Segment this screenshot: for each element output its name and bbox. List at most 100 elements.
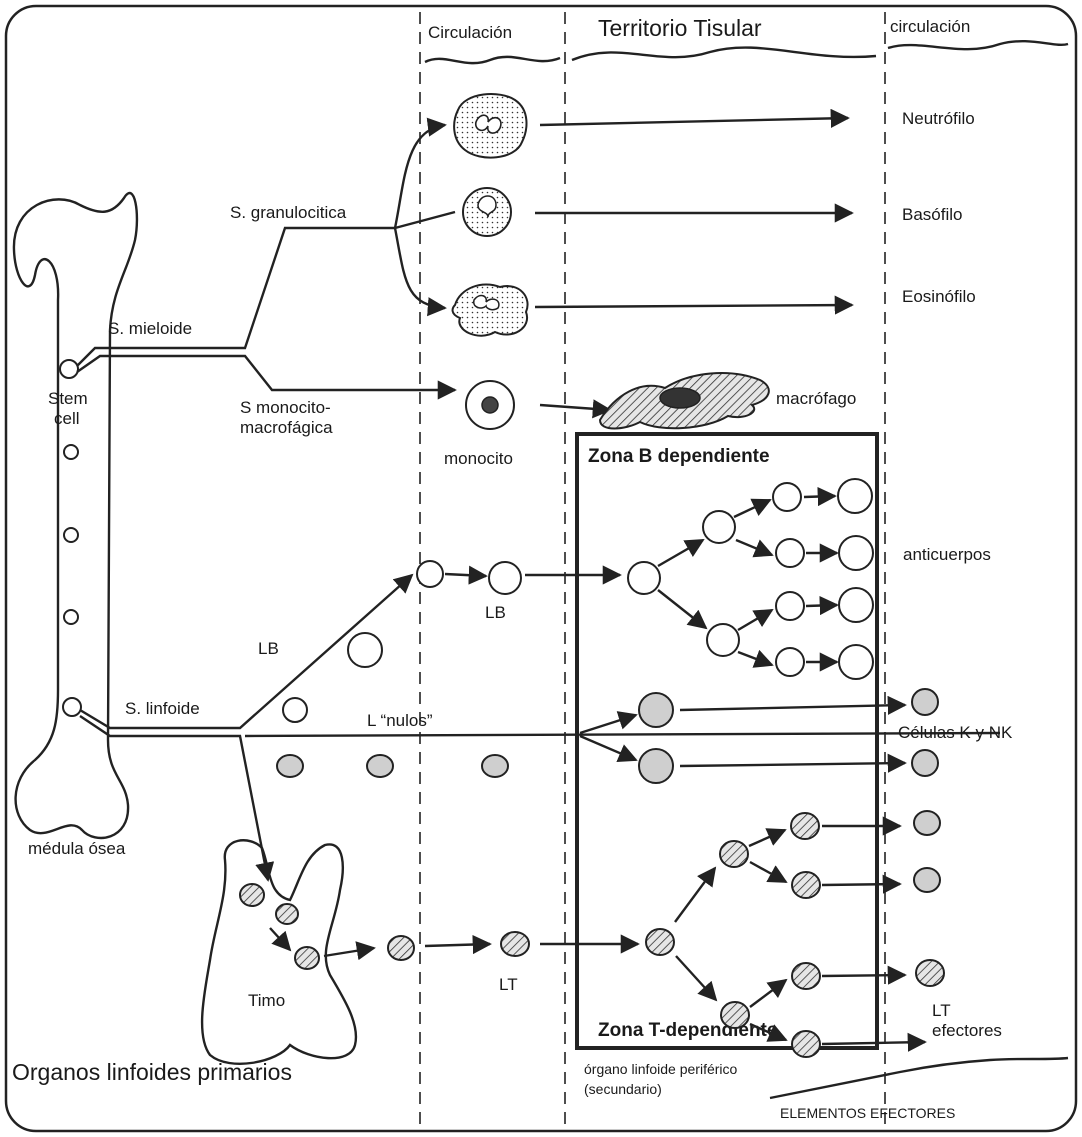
arrow-null-down: [580, 736, 636, 760]
thymocyte-cell: [240, 884, 264, 906]
arrow-thymus-2: [324, 948, 374, 956]
label-stem-cell-1: Stem: [48, 389, 88, 408]
b-zone-cell: [776, 539, 804, 567]
lb-cell: [489, 562, 521, 594]
arrow-thymus-1: [270, 928, 290, 950]
header-circulacion-right: circulación: [890, 17, 970, 36]
arrow-t: [750, 862, 786, 882]
bone-medula-osea: [14, 193, 137, 838]
k-nk-cell: [912, 689, 938, 715]
arrow-t: [749, 830, 785, 846]
bone-marrow-cell: [64, 610, 78, 624]
t-zone-cell: [792, 963, 820, 989]
label-lb-mid: LB: [485, 603, 506, 622]
l-nulos-line: [245, 733, 1000, 736]
label-organo-periferico-1: órgano linfoide periférico: [584, 1061, 738, 1077]
arrow-b: [738, 652, 772, 665]
arrow-b-down: [658, 590, 706, 628]
label-organo-periferico-2: (secundario): [584, 1081, 662, 1097]
header-wave-left: [425, 57, 560, 63]
t-zone-cell: [791, 813, 819, 839]
label-macrofago: macrófago: [776, 389, 856, 408]
label-s-linfoide: S. linfoide: [125, 699, 200, 718]
arrow-t-up: [675, 868, 715, 922]
label-elementos-efectores: ELEMENTOS EFECTORES: [780, 1105, 955, 1121]
arrow-eosinophil: [535, 305, 852, 307]
arrow-monocyte-to-macrophage: [540, 405, 610, 410]
label-stem-cell-2: cell: [54, 409, 80, 428]
label-lb-left: LB: [258, 639, 279, 658]
t-zone-cell: [646, 929, 674, 955]
null-cell: [639, 749, 673, 783]
t-zone-cell: [720, 841, 748, 867]
circulating-null-cell: [482, 755, 508, 777]
arrow-t-out: [822, 975, 905, 976]
bone-marrow-cell: [64, 445, 78, 459]
arrow-b-up: [658, 540, 703, 566]
plasma-cell: [838, 479, 872, 513]
b-zone-cell: [773, 483, 801, 511]
arrow-b: [738, 610, 772, 630]
effectors-brace: [770, 1058, 1068, 1098]
macrophage-nucleus: [660, 388, 700, 408]
label-lt-efectores-2: efectores: [932, 1021, 1002, 1040]
outer-frame: [6, 6, 1076, 1131]
label-organos-primarios: Organos linfoides primarios: [12, 1059, 292, 1085]
label-s-granulocitica: S. granulocitica: [230, 203, 347, 222]
lymphocyte-cell: [348, 633, 382, 667]
header-territorio-tisular: Territorio Tisular: [598, 15, 762, 41]
myeloid-branch-line: [77, 228, 395, 366]
null-cell: [639, 693, 673, 727]
label-eosinofilo: Eosinófilo: [902, 287, 976, 306]
header-circulacion-left: Circulación: [428, 23, 512, 42]
label-timo: Timo: [248, 991, 285, 1010]
circulating-null-cell: [367, 755, 393, 777]
arrow-neutrophil: [540, 118, 848, 125]
arrow-b: [804, 496, 835, 497]
label-basofilo: Basófilo: [902, 205, 962, 224]
arrow-t-down: [676, 956, 716, 1000]
effector-t-cell: [914, 868, 940, 892]
label-anticuerpos: anticuerpos: [903, 545, 991, 564]
effector-t-cell: [916, 960, 944, 986]
b-zone-cell: [776, 592, 804, 620]
plasma-cell: [839, 645, 873, 679]
label-medula-osea: médula ósea: [28, 839, 126, 858]
lt-cell: [501, 932, 529, 956]
thymocyte-cell: [276, 904, 298, 924]
b-zone-cell: [776, 648, 804, 676]
thymocyte-cell: [295, 947, 319, 969]
label-zona-b: Zona B dependiente: [588, 446, 770, 467]
arrow-lt-1: [425, 944, 490, 946]
monocyte-nucleus: [482, 397, 498, 413]
label-l-nulos: L “nulos”: [367, 711, 433, 730]
b-zone-cell: [707, 624, 739, 656]
arrow-b: [736, 540, 772, 555]
label-celulas-k-nk: Células K y NK: [898, 723, 1013, 742]
neutrophil-nucleus: [476, 115, 501, 133]
header-wave-right: [888, 41, 1068, 49]
label-lt-efectores-1: LT: [932, 1001, 951, 1020]
stem-cell-lymphoid: [63, 698, 81, 716]
label-s-monocito-1: S monocito-: [240, 398, 331, 417]
label-s-mieloide: S. mieloide: [108, 319, 192, 338]
label-neutrofilo: Neutrófilo: [902, 109, 975, 128]
k-nk-cell: [912, 750, 938, 776]
arrow-lb-1: [445, 574, 486, 576]
granulocyte-branch-mid: [395, 212, 455, 228]
arrow-b: [734, 500, 770, 517]
thymus-organ: [202, 840, 356, 1064]
myeloid-branch-line-2: [77, 356, 455, 390]
t-zone-cell: [792, 1031, 820, 1057]
header-wave-mid: [572, 48, 876, 60]
arrow-nk-2: [680, 763, 905, 766]
lymphocyte-cell: [283, 698, 307, 722]
stem-cell-myeloid: [60, 360, 78, 378]
arrow-null-up: [580, 715, 636, 733]
arrow-t: [750, 980, 786, 1007]
effector-t-cell: [914, 811, 940, 835]
label-monocito: monocito: [444, 449, 513, 468]
b-zone-cell: [703, 511, 735, 543]
plasma-cell: [839, 588, 873, 622]
